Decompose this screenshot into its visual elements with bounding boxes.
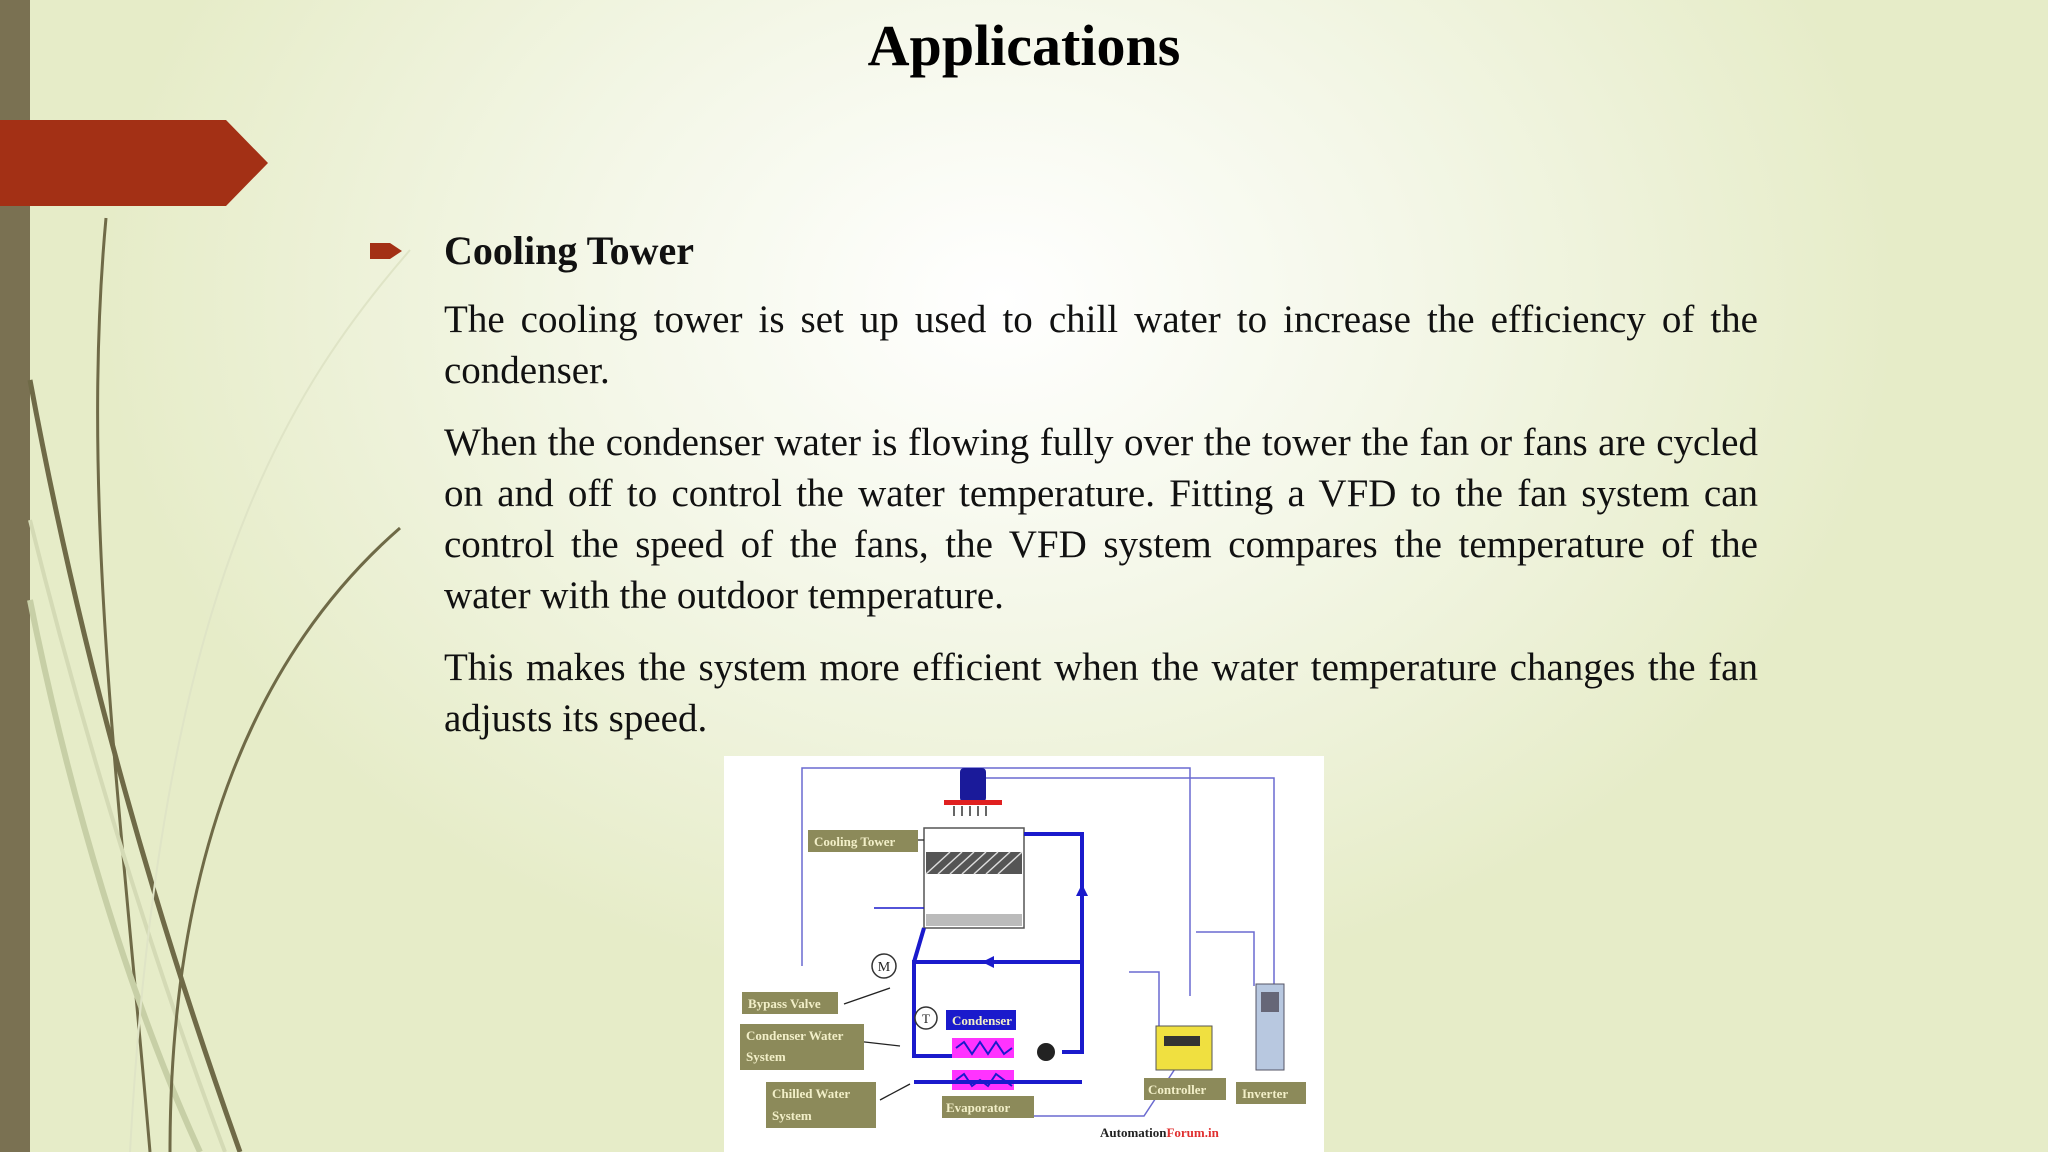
label-evaporator: Evaporator bbox=[946, 1100, 1011, 1115]
paragraph-3: This makes the system more efficient whe… bbox=[444, 646, 1758, 740]
decorative-curves bbox=[27, 217, 411, 1152]
paragraph-2: When the condenser water is flowing full… bbox=[444, 421, 1758, 617]
label-condenser-water: Condenser Water bbox=[746, 1028, 844, 1043]
label-condenser: Condenser bbox=[952, 1013, 1012, 1028]
controller-icon bbox=[1155, 1025, 1213, 1071]
label-cooling-tower: Cooling Tower bbox=[814, 834, 895, 849]
temp-symbol: T bbox=[922, 1011, 930, 1026]
vfd-cooling-tower-diagram: M T Cooling Tower Bypass Valve Condenser… bbox=[724, 756, 1324, 1152]
ribbon-arrow bbox=[0, 120, 268, 206]
label-bypass-valve: Bypass Valve bbox=[748, 996, 821, 1011]
label-inverter: Inverter bbox=[1242, 1086, 1288, 1101]
label-chilled-water-system: System bbox=[772, 1108, 812, 1123]
label-controller: Controller bbox=[1148, 1082, 1206, 1097]
arrow-bullet-icon bbox=[370, 243, 402, 259]
paragraph-1: The cooling tower is set up used to chil… bbox=[444, 298, 1758, 392]
label-chilled-water: Chilled Water bbox=[772, 1086, 850, 1101]
slide-content: Cooling Tower The cooling tower is set u… bbox=[370, 222, 1758, 765]
slide-title: Applications bbox=[867, 13, 1181, 78]
section-heading: Cooling Tower bbox=[444, 228, 695, 273]
motor-symbol: M bbox=[878, 960, 891, 975]
watermark: AutomationForum.in bbox=[1100, 1125, 1220, 1140]
label-condenser-water-system: System bbox=[746, 1049, 786, 1064]
cooling-tower-icon bbox=[923, 827, 1025, 929]
fan-motor-icon bbox=[960, 768, 986, 802]
